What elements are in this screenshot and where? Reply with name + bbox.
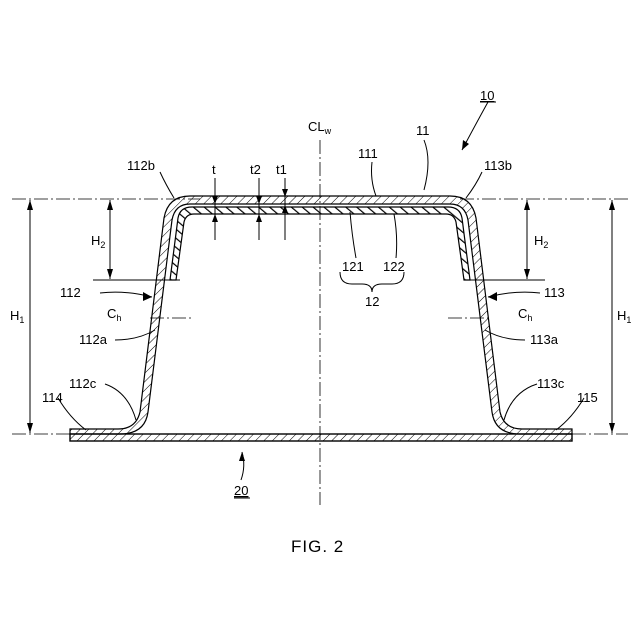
label-left-lower-corner: 112c: [69, 376, 97, 391]
label-right-wall-mid: 113a: [530, 332, 559, 347]
label-thickness-2: t2: [250, 162, 261, 177]
label-layer-2: 122: [383, 259, 405, 274]
label-right-wall: 113: [544, 285, 565, 300]
dimension-h1-right: [609, 200, 615, 433]
label-center-height-left: Ch: [107, 306, 121, 323]
dimension-h2-left: [107, 200, 113, 279]
label-plate: 20: [234, 483, 248, 498]
label-right-upper-corner: 113b: [484, 158, 512, 173]
label-right-lower-corner: 113c: [537, 376, 565, 391]
label-center-height-right: Ch: [518, 306, 532, 323]
hat-member: [70, 196, 572, 434]
base-plate: [70, 434, 572, 441]
label-h1-left: H1: [10, 308, 24, 325]
label-left-wall-mid: 112a: [79, 332, 108, 347]
label-layer-1: 121: [342, 259, 364, 274]
label-thickness: t: [212, 162, 216, 177]
label-right-flange: 115: [577, 390, 598, 405]
label-reinforcement: 12: [365, 294, 379, 309]
label-h2-right: H2: [534, 233, 548, 250]
label-h1-right: H1: [617, 308, 631, 325]
label-member: 11: [416, 123, 430, 138]
dimension-h1-left: [27, 200, 33, 433]
label-h2-left: H2: [91, 233, 105, 250]
label-thickness-1: t1: [276, 162, 287, 177]
label-left-upper-corner: 112b: [127, 158, 155, 173]
label-assembly: 10: [480, 88, 494, 103]
figure-caption: FIG. 2: [291, 537, 344, 556]
label-left-wall: 112: [60, 285, 81, 300]
dimension-h2-right: [524, 200, 530, 279]
label-centerline: CLw: [308, 119, 332, 136]
label-top-wall: 111: [358, 146, 378, 161]
label-left-flange: 114: [42, 390, 63, 405]
